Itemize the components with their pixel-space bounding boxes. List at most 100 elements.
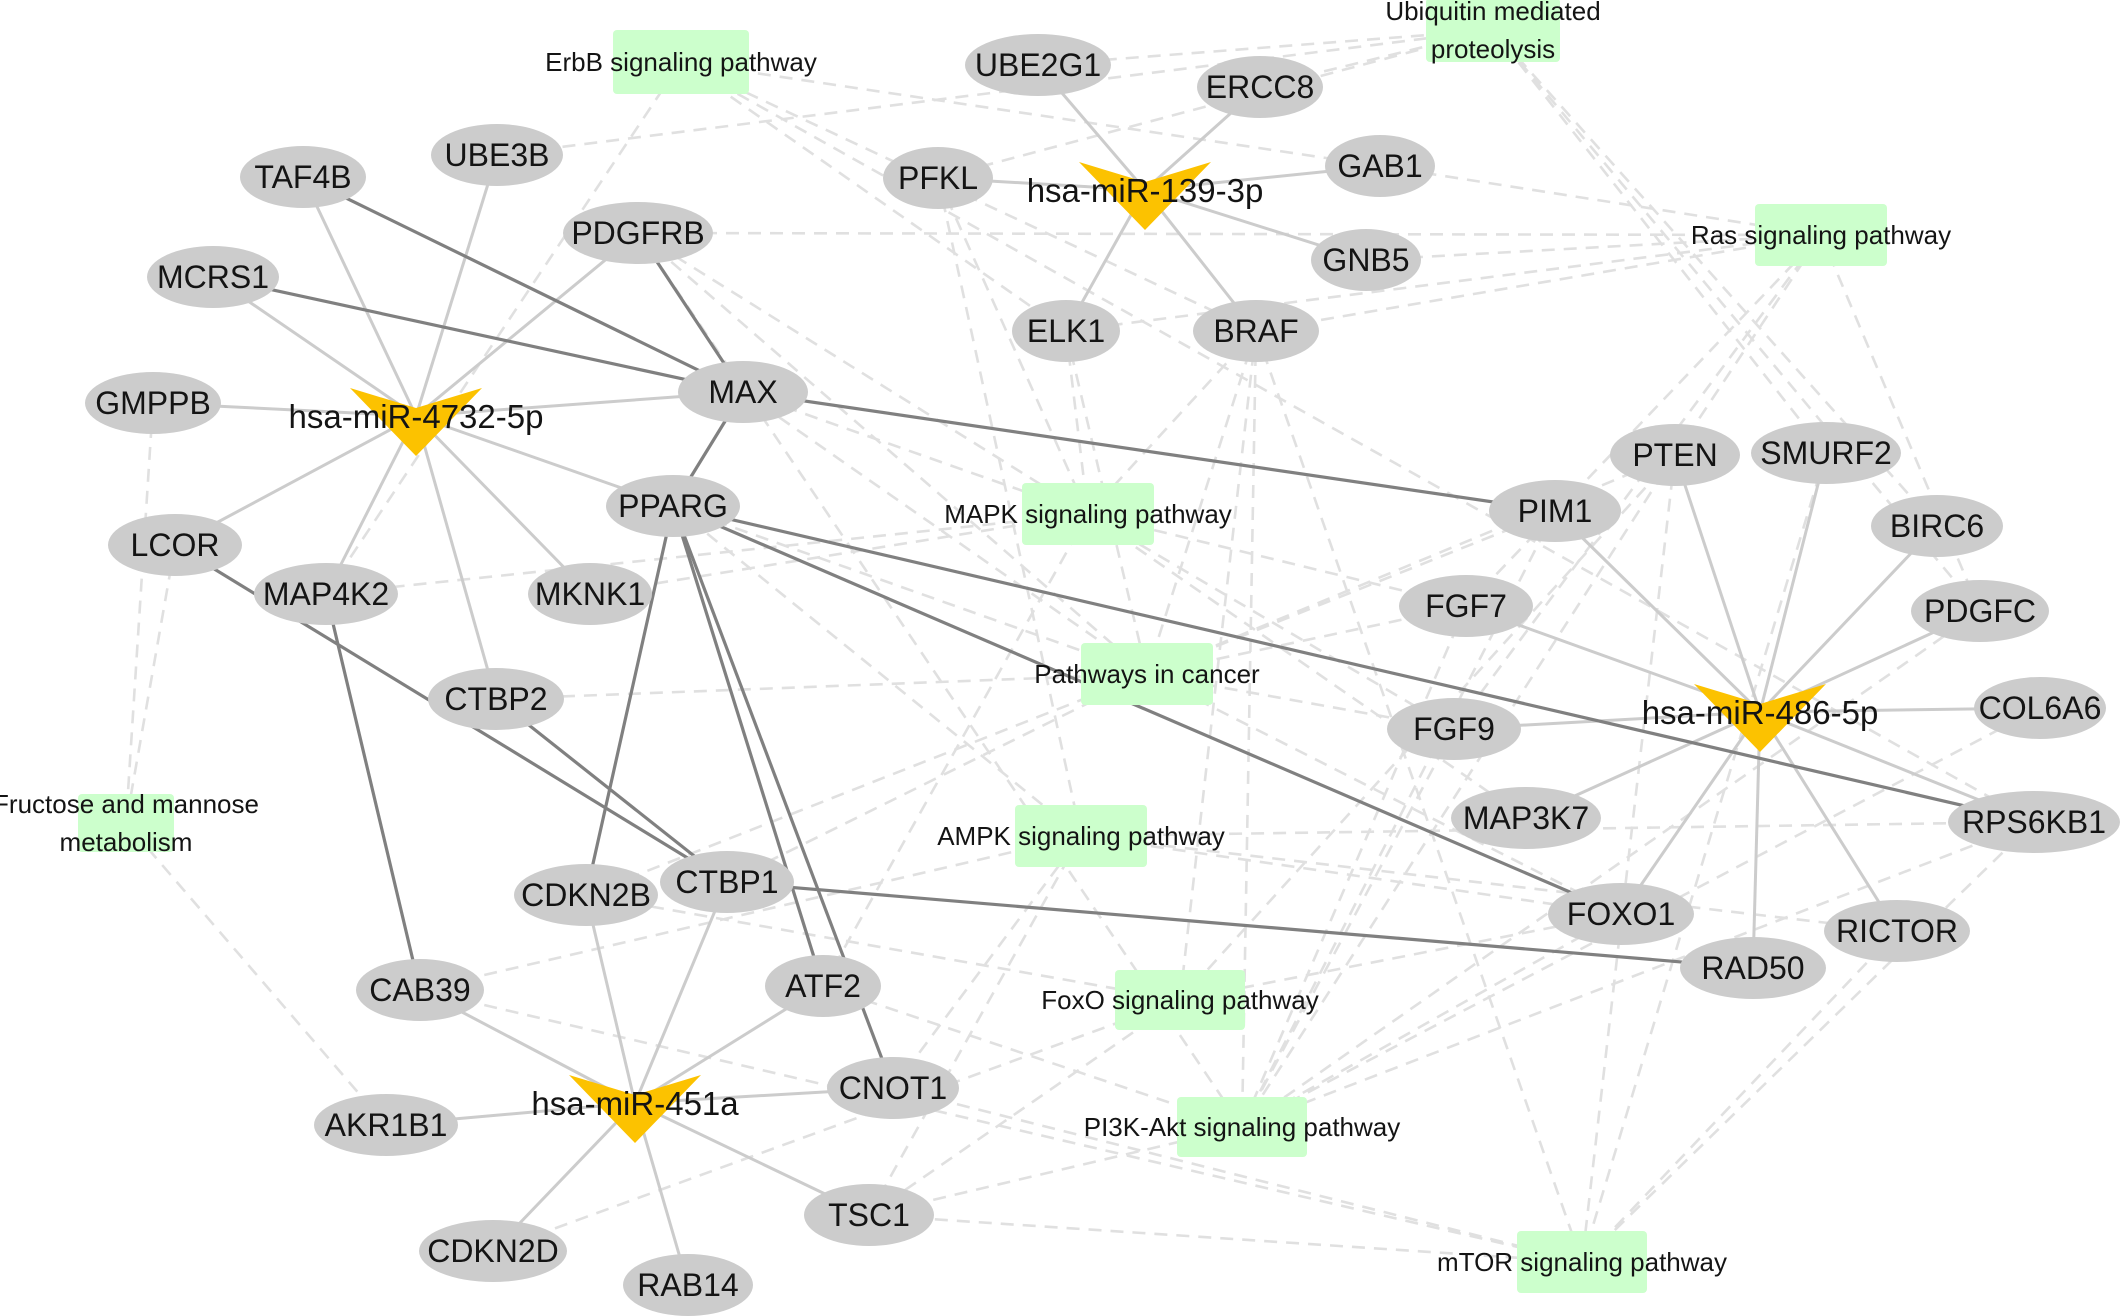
gene-node-elk1[interactable]: ELK1 — [1012, 300, 1120, 362]
gene-node-mknk1[interactable]: MKNK1 — [528, 563, 652, 625]
pathway-edge — [1581, 930, 1898, 1263]
pathway-edge — [1673, 234, 1823, 456]
gene-node-rictor[interactable]: RICTOR — [1824, 900, 1970, 962]
gene-node-lcor[interactable]: LCOR — [108, 514, 242, 576]
gene-node-fgf7[interactable]: FGF7 — [1399, 575, 1533, 637]
mirna-label: hsa-miR-486-5p — [1642, 694, 1879, 731]
gene-node-pten[interactable]: PTEN — [1610, 424, 1740, 486]
gene-node-gab1[interactable]: GAB1 — [1325, 135, 1435, 197]
mirna-node-m451[interactable]: hsa-miR-451a — [531, 1075, 739, 1143]
gene-node-gnb5[interactable]: GNB5 — [1311, 229, 1421, 291]
gene-node-ercc8[interactable]: ERCC8 — [1197, 56, 1323, 118]
gene-node-fgf9[interactable]: FGF9 — [1387, 698, 1521, 760]
gene-ellipse — [514, 864, 658, 926]
gene-node-pim1[interactable]: PIM1 — [1489, 480, 1621, 542]
gene-label: CTBP2 — [444, 681, 547, 717]
gene-ellipse — [1548, 883, 1694, 945]
gene-node-atf2[interactable]: ATF2 — [765, 955, 881, 1017]
pathway-node-ras[interactable]: Ras signaling pathway — [1691, 204, 1951, 266]
gene-node-akr1b1[interactable]: AKR1B1 — [314, 1094, 458, 1156]
mirna-target-edge — [414, 154, 499, 417]
pathway-edge — [419, 834, 1082, 992]
gene-ellipse — [1489, 480, 1621, 542]
gene-label: TAF4B — [254, 159, 351, 195]
gene-label: BIRC6 — [1890, 508, 1984, 544]
pathway-box — [1115, 970, 1245, 1030]
gene-label: BRAF — [1213, 313, 1298, 349]
gene-node-pdgfc[interactable]: PDGFC — [1911, 580, 2049, 642]
pathway-edge — [1254, 330, 1584, 1263]
gene-ellipse — [419, 1220, 567, 1282]
gene-label: FGF7 — [1425, 588, 1507, 624]
gene-ellipse — [356, 959, 484, 1021]
gene-node-map4k2[interactable]: MAP4K2 — [254, 563, 398, 625]
gene-node-ube2g1[interactable]: UBE2G1 — [965, 34, 1111, 96]
mirna-target-edge — [1758, 711, 1899, 932]
gene-label: PTEN — [1632, 437, 1717, 473]
pathway-box — [1517, 1231, 1647, 1293]
mirna-node-m486[interactable]: hsa-miR-486-5p — [1642, 684, 1879, 752]
gene-node-ube3b[interactable]: UBE3B — [431, 124, 563, 186]
pathway-edge — [672, 504, 1148, 676]
pathway-edge — [585, 672, 1148, 897]
gene-label: AKR1B1 — [325, 1107, 448, 1143]
gene-node-ctbp1[interactable]: CTBP1 — [660, 851, 794, 913]
pathway-node-mtor[interactable]: mTOR signaling pathway — [1437, 1231, 1727, 1293]
gene-node-mcrs1[interactable]: MCRS1 — [147, 246, 279, 308]
gene-node-pfkl[interactable]: PFKL — [883, 147, 993, 209]
gene-node-smurf2[interactable]: SMURF2 — [1751, 422, 1901, 484]
gene-label: ATF2 — [785, 968, 861, 1004]
gene-node-pparg[interactable]: PPARG — [606, 475, 740, 537]
gene-label: RPS6KB1 — [1962, 804, 2106, 840]
pathway-label: mTOR signaling pathway — [1437, 1247, 1727, 1277]
pathway-edge — [324, 61, 683, 595]
gene-node-cab39[interactable]: CAB39 — [356, 959, 484, 1021]
gene-node-max[interactable]: MAX — [678, 361, 808, 423]
pathway-edge — [891, 835, 1083, 1089]
pathway-node-ampk[interactable]: AMPK signaling pathway — [937, 805, 1225, 867]
gene-label: LCOR — [131, 527, 220, 563]
gene-label: SMURF2 — [1760, 435, 1892, 471]
gene-node-pdgfrb[interactable]: PDGFRB — [563, 202, 713, 264]
gene-label: TSC1 — [828, 1197, 910, 1233]
gene-node-birc6[interactable]: BIRC6 — [1871, 495, 2003, 557]
gene-node-foxo1[interactable]: FOXO1 — [1548, 883, 1694, 945]
gene-node-cnot1[interactable]: CNOT1 — [827, 1057, 959, 1119]
gene-label: RAB14 — [637, 1267, 738, 1303]
gene-node-tsc1[interactable]: TSC1 — [804, 1184, 934, 1246]
gene-node-rps6kb1[interactable]: RPS6KB1 — [1948, 791, 2120, 853]
pathway-node-mapk[interactable]: MAPK signaling pathway — [944, 483, 1232, 545]
gene-node-cdkn2b[interactable]: CDKN2B — [514, 864, 658, 926]
pathway-label: FoxO signaling pathway — [1041, 985, 1318, 1015]
gene-label: PFKL — [898, 160, 978, 196]
gene-node-rad50[interactable]: RAD50 — [1680, 937, 1826, 999]
gene-node-col6a6[interactable]: COL6A6 — [1974, 677, 2106, 739]
gene-label: PPARG — [618, 488, 728, 524]
gene-node-rab14[interactable]: RAB14 — [623, 1254, 753, 1316]
gene-ellipse — [678, 361, 808, 423]
pathway-node-cancer[interactable]: Pathways in cancer — [1034, 643, 1260, 705]
pathway-edge — [680, 60, 2035, 824]
pathway-edge — [1178, 330, 1258, 1001]
gene-node-ctbp2[interactable]: CTBP2 — [428, 668, 564, 730]
gene-node-gmppb[interactable]: GMPPB — [85, 372, 221, 434]
pathway-node-pi3k[interactable]: PI3K-Akt signaling pathway — [1084, 1097, 1401, 1157]
mirna-node-m4732[interactable]: hsa-miR-4732-5p — [289, 388, 544, 456]
gene-node-cdkn2d[interactable]: CDKN2D — [419, 1220, 567, 1282]
pathway-label: Pathways in cancer — [1034, 659, 1260, 689]
pathway-node-foxo[interactable]: FoxO signaling pathway — [1041, 970, 1319, 1030]
gene-node-map3k7[interactable]: MAP3K7 — [1451, 787, 1601, 849]
pathway-label: ErbB signaling pathway — [545, 47, 817, 77]
gene-label: ELK1 — [1027, 313, 1105, 349]
gene-ellipse — [254, 563, 398, 625]
pathway-node-erbb[interactable]: ErbB signaling pathway — [545, 30, 817, 94]
gene-node-taf4b[interactable]: TAF4B — [240, 146, 366, 208]
pathway-edge — [637, 231, 1822, 237]
pathway-edge — [1241, 820, 2035, 1129]
mirna-node-m139[interactable]: hsa-miR-139-3p — [1027, 162, 1264, 230]
pathway-edge — [868, 998, 1181, 1217]
gene-node-braf[interactable]: BRAF — [1193, 300, 1319, 362]
gene-ellipse — [1399, 575, 1533, 637]
